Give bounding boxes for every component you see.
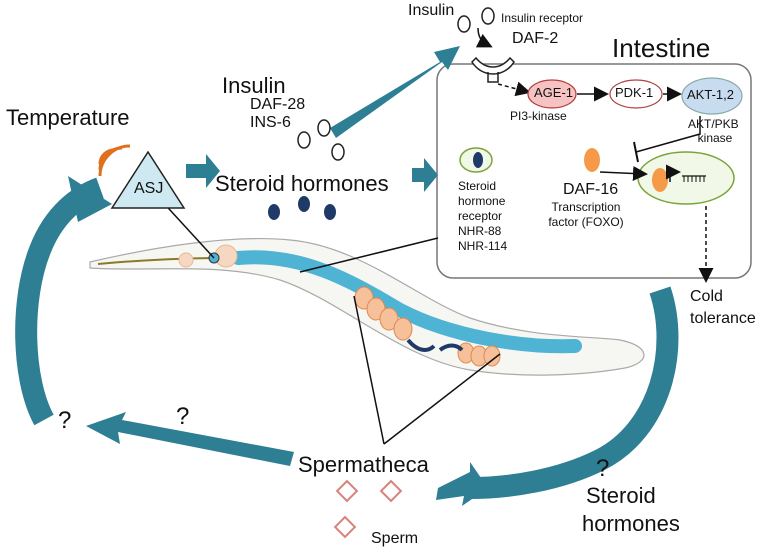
gene-ticks: [683, 176, 705, 182]
question-mark-middle: ?: [176, 403, 190, 430]
pi3kinase-label: PI3-kinase: [510, 109, 567, 123]
intestine-pointer-line: [299, 237, 439, 273]
daf16-icon: [584, 148, 600, 172]
question-mark-left: ?: [58, 407, 72, 434]
insulin-molecule: [317, 119, 331, 137]
ins6-label: INS-6: [250, 114, 291, 131]
insulin-label: Insulin: [222, 73, 286, 98]
akt-inhibition-line: [635, 116, 701, 153]
nhr114-label: NHR-114: [458, 239, 508, 253]
oocyte: [483, 345, 501, 367]
daf16-in-nucleus: [652, 168, 668, 192]
insulin-molecule: [331, 143, 345, 161]
transcription-start-icon: [666, 164, 681, 182]
asj-label: ASJ: [134, 180, 164, 197]
cycle-arrow-left-head: [68, 176, 112, 222]
sperm-icon: [333, 515, 357, 539]
cold-label-1: Cold: [690, 288, 723, 305]
sperm-label: Sperm: [371, 530, 419, 547]
steroid-hormones-bottom-2: hormones: [582, 511, 680, 536]
oocytes: [354, 286, 501, 367]
insulin-top-label: Insulin: [408, 2, 455, 19]
spermatheca-pointer-left: [353, 295, 385, 445]
aktpkb-label: AKT/PKB: [688, 117, 739, 131]
question-mark-right: ?: [596, 455, 610, 482]
cycle-arrow-right: [469, 286, 679, 499]
steroid-receptor-label-1: Steroid: [458, 179, 497, 193]
kinase-label: kinase: [697, 131, 733, 145]
worm-gut: [231, 250, 582, 354]
intestine-title: Intestine: [612, 33, 711, 63]
sperm-icons: [333, 479, 403, 539]
daf2-label: DAF-2: [512, 30, 559, 47]
pdk1-label: PDK-1: [615, 85, 654, 100]
steroid-molecule: [298, 196, 310, 212]
steroid-molecules: [268, 196, 336, 220]
akt-label: AKT-1,2: [687, 87, 734, 102]
steroid-molecule: [324, 204, 336, 220]
asj-triangle: [110, 150, 186, 209]
spermatheca-pointer-right: [383, 353, 501, 445]
oocyte: [379, 307, 399, 331]
temperature-label: Temperature: [6, 105, 130, 130]
insulin-binding-arrow: [475, 27, 493, 48]
insulin-molecules: [297, 7, 495, 161]
steroid-molecule: [268, 204, 280, 220]
temperature-waves-icon: [98, 144, 131, 177]
worm-pharynx-bulb: [178, 252, 194, 268]
arrow-steroid-to-intestine: [412, 158, 438, 192]
transcription-label-2: factor (FOXO): [548, 215, 624, 229]
daf2-to-age1-arrow: [497, 81, 531, 97]
insulin-molecule: [297, 131, 311, 149]
oocyte: [393, 317, 413, 341]
steroid-bound-icon: [473, 152, 483, 168]
arrow-asj-to-insulin: [186, 154, 220, 188]
age1-label: AGE-1: [534, 85, 574, 100]
arrow-spermatheca-left: [86, 412, 294, 466]
steroid-hormones-label: Steroid hormones: [215, 171, 389, 196]
insulin-receptor-label: Insulin receptor: [501, 11, 584, 25]
akt-inhibition-bar: [633, 141, 639, 163]
sperm-icon: [335, 479, 359, 503]
cycle-arrow-left: [15, 177, 105, 426]
daf16-label: DAF-16: [563, 181, 619, 198]
steroid-receptor-label-2: hormone: [458, 194, 506, 208]
spermatheca-organ: [438, 343, 464, 352]
arrow-insulin-up: [330, 46, 460, 138]
cold-label-2: tolerance: [690, 310, 756, 327]
steroid-receptor-label-3: receptor: [458, 209, 503, 223]
sperm-icon: [379, 479, 403, 503]
spermatheca-label: Spermatheca: [298, 452, 429, 477]
nhr88-label: NHR-88: [458, 224, 502, 238]
spermatheca-organ: [406, 338, 436, 352]
age1-node: [527, 79, 577, 109]
daf16-to-nucleus-arrow: [599, 165, 648, 181]
pdk1-node: [609, 79, 663, 109]
wave: [98, 144, 131, 177]
insulin-receptor-icon: [471, 56, 515, 83]
insulin-molecule: [481, 7, 495, 25]
daf28-label: DAF-28: [250, 96, 306, 113]
insulin-molecule: [457, 15, 471, 33]
steroid-hormones-bottom-1: Steroid: [586, 483, 656, 508]
transcription-label-1: Transcription: [551, 200, 621, 214]
akt-node: [681, 77, 743, 115]
